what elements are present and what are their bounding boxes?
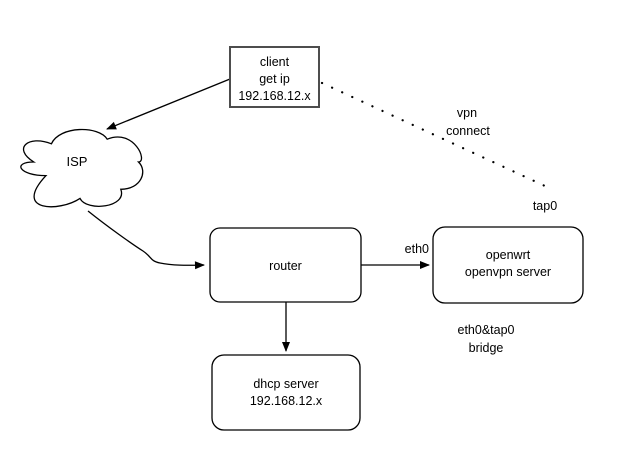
tap0-edge-label: tap0 xyxy=(533,199,557,213)
client-label-line1: client xyxy=(260,55,290,69)
bridge-label-line2: bridge xyxy=(469,341,504,355)
edge-vpn-dotted xyxy=(320,81,547,188)
eth0-edge-label: eth0 xyxy=(405,242,429,256)
dhcp-label-line1: dhcp server xyxy=(253,377,318,391)
edge-isp-to-router xyxy=(87,210,205,270)
openwrt-label-line2: openvpn server xyxy=(465,265,551,279)
client-label-line2: get ip xyxy=(259,72,290,86)
isp-cloud-shape xyxy=(20,128,144,208)
vpn-connect-label-line2: connect xyxy=(446,124,490,138)
router-label: router xyxy=(269,259,302,273)
client-node xyxy=(229,46,320,108)
openwrt-node xyxy=(432,226,584,304)
bridge-label-line1: eth0&tap0 xyxy=(458,323,515,337)
client-label-line3: 192.168.12.x xyxy=(238,89,311,103)
router-node xyxy=(209,227,362,303)
isp-label: ISP xyxy=(67,154,88,169)
dhcp-node xyxy=(211,354,361,431)
edge-client-to-isp xyxy=(106,78,231,130)
dhcp-label-line2: 192.168.12.x xyxy=(250,394,323,408)
openwrt-label-line1: openwrt xyxy=(486,248,531,262)
vpn-connect-label-line1: vpn xyxy=(457,106,477,120)
